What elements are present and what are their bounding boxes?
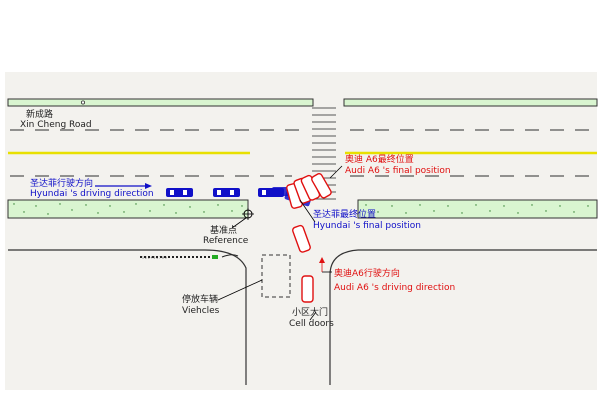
audi-direction-cn: 奥迪A6行驶方向 <box>334 267 400 279</box>
side-street-east-edge <box>329 249 359 385</box>
south-median-west <box>7 199 249 219</box>
hyundai-final-en: Hyundai 's final position <box>313 221 421 231</box>
parked-leader <box>217 279 263 301</box>
north-median-west <box>7 98 314 107</box>
reference-leader <box>231 217 247 229</box>
audi-final-cn: 奥迪 A6最终位置 <box>345 153 414 165</box>
audi-trace-1 <box>301 275 314 303</box>
hyundai-final-leader <box>299 199 316 223</box>
reference-cn: 基准点 <box>210 224 237 236</box>
green-marker <box>212 255 218 259</box>
road-name-en: Xin Cheng Road <box>20 120 92 130</box>
south-median-east <box>357 199 598 219</box>
audi-path <box>286 173 332 303</box>
north-median <box>7 98 598 107</box>
gate-en: Cell doors <box>289 319 334 329</box>
audi-direction-en: Audi A6 's driving direction <box>334 283 455 293</box>
audi-trace-vehicles <box>286 173 332 303</box>
labels: 新成路 Xin Cheng Road 圣达菲行驶方向 Hyundai 's dr… <box>20 108 455 329</box>
reference-en: Reference <box>203 236 249 246</box>
road-name-cn: 新成路 <box>26 108 53 120</box>
parking-zone <box>261 254 291 298</box>
south-road-edges <box>8 249 597 385</box>
hyundai-direction-cn: 圣达菲行驶方向 <box>30 177 93 189</box>
vehicle-row-ruler: 1 2 3 4 5 6 7 8 9 <box>140 254 239 260</box>
ruler-marks: 1 2 3 4 5 6 7 8 9 <box>142 256 167 260</box>
south-median <box>7 199 598 219</box>
reference-point <box>231 208 254 229</box>
side-street-west-edge <box>204 249 247 385</box>
gate-leader <box>309 311 317 321</box>
median-marker <box>81 100 86 105</box>
parked-vehicles-cn: 停放车辆 <box>182 293 218 305</box>
arrow-right-icon <box>145 183 152 189</box>
audi-trace-2 <box>292 224 311 253</box>
north-median-east <box>343 98 598 107</box>
lane-markings <box>10 129 595 177</box>
hyundai-direction-en: Hyundai 's driving direction <box>30 189 154 199</box>
ruler-curve <box>221 254 239 258</box>
leader-lines <box>217 165 343 321</box>
hyundai-windows <box>170 190 266 195</box>
audi-final-vehicle <box>311 173 332 199</box>
parked-vehicles-en: Viehcles <box>182 306 220 316</box>
audi-final-en: Audi A6 's final position <box>345 166 451 176</box>
arrow-up-icon <box>319 257 325 263</box>
hyundai-final-cn: 圣达菲最终位置 <box>313 208 376 220</box>
audi-final-leader <box>329 165 343 179</box>
median-planting-pattern <box>13 203 589 215</box>
gate-cn: 小区大门 <box>292 306 328 318</box>
